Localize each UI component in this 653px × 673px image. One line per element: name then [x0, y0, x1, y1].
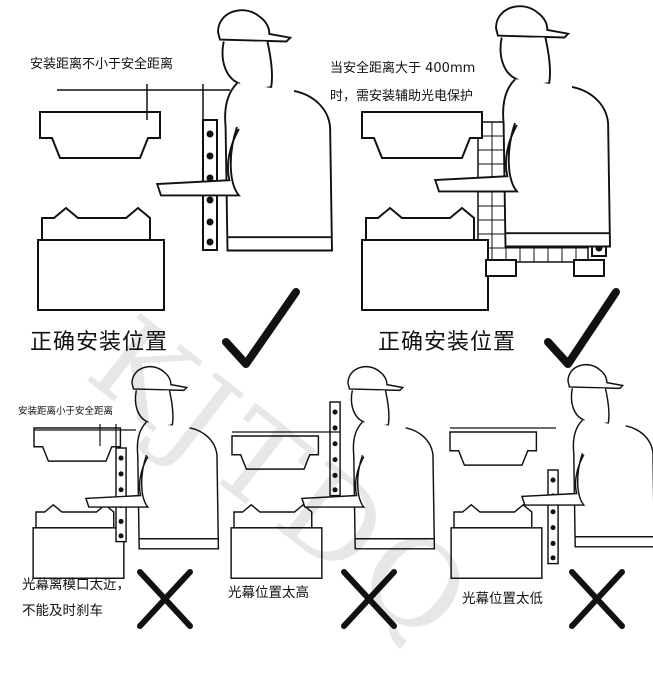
caption-bottom-left-line2: 不能及时刹车 [22, 603, 103, 619]
caption-top-left: 正确安装位置 [30, 330, 169, 355]
cross-icon-bottom-right [569, 569, 625, 629]
safety-diagram-drawing [32, 5, 653, 629]
check-icon-left [222, 288, 300, 368]
caption-bottom-middle: 光幕位置太高 [228, 585, 309, 601]
panel-top-right-drawing [361, 5, 611, 311]
cross-icon-bottom-left [137, 569, 193, 629]
caption-bottom-left-line1: 光幕离模口太近， [22, 577, 130, 593]
cross-icon-bottom-middle [341, 569, 397, 629]
panel-top-left-drawing [37, 9, 333, 311]
panel-bottom-middle-drawing [230, 365, 436, 579]
label-bottom-left: 安装距离小于安全距离 [18, 406, 114, 417]
caption-top-right: 正确安装位置 [378, 330, 517, 355]
panel-bottom-left-drawing [32, 365, 220, 579]
caption-bottom-right: 光幕位置太低 [462, 591, 543, 607]
label-top-right-line1: 当安全距离大于 400mm [330, 61, 476, 76]
label-top-right-line2: 时，需安装辅助光电保护 [330, 89, 474, 104]
panel-bottom-right-drawing [449, 363, 653, 579]
label-top-left: 安装距离不小于安全距离 [30, 57, 174, 72]
check-icon-right [544, 288, 620, 368]
